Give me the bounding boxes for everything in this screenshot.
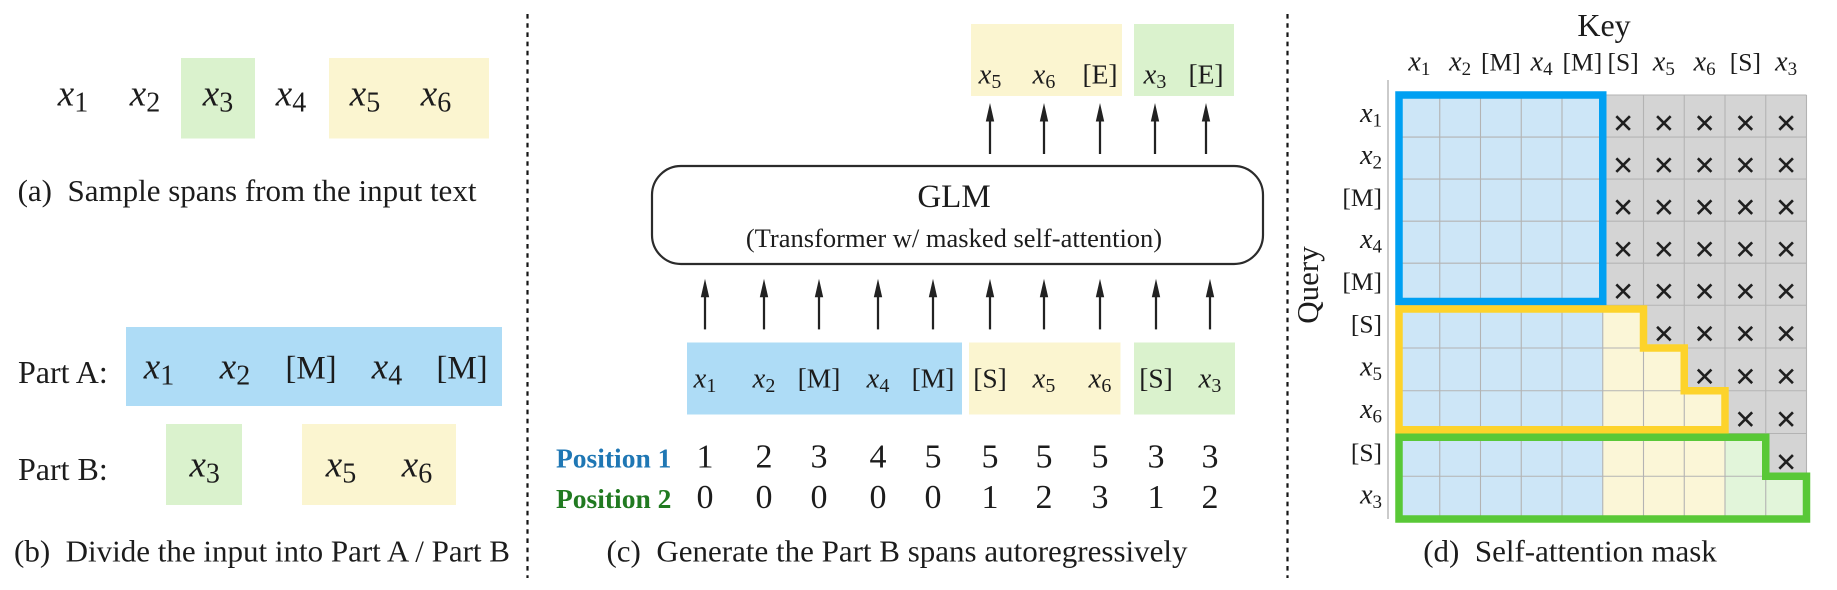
svg-text:GLM: GLM xyxy=(917,179,990,215)
svg-text:0: 0 xyxy=(870,479,887,516)
svg-text:1: 1 xyxy=(697,439,714,476)
svg-text:[M]: [M] xyxy=(1342,183,1382,212)
svg-text:[S]: [S] xyxy=(1139,363,1173,394)
svg-text:[E]: [E] xyxy=(1082,59,1117,90)
svg-text:(a) Sample spans from the inp: (a) Sample spans from the input text xyxy=(18,173,477,208)
svg-text:Part B:: Part B: xyxy=(18,451,108,487)
svg-text:x3: x3 xyxy=(188,445,219,490)
svg-text:[M]: [M] xyxy=(1563,48,1603,77)
svg-text:3: 3 xyxy=(811,439,828,476)
svg-text:[M]: [M] xyxy=(1342,267,1382,296)
svg-text:0: 0 xyxy=(756,479,773,516)
svg-text:Part A:: Part A: xyxy=(18,354,108,390)
svg-text:3: 3 xyxy=(1092,479,1109,516)
svg-text:3: 3 xyxy=(1202,439,1219,476)
svg-text:Key: Key xyxy=(1577,7,1630,43)
svg-text:[S]: [S] xyxy=(1351,310,1382,339)
svg-text:3: 3 xyxy=(1148,439,1165,476)
svg-text:4: 4 xyxy=(870,439,887,476)
svg-text:[E]: [E] xyxy=(1188,59,1223,90)
svg-text:1: 1 xyxy=(982,479,999,516)
svg-text:Query: Query xyxy=(1290,246,1325,324)
svg-text:0: 0 xyxy=(811,479,828,516)
svg-text:2: 2 xyxy=(756,439,773,476)
svg-text:(c) Generate the Part B spans: (c) Generate the Part B spans autoregres… xyxy=(606,534,1188,569)
svg-text:5: 5 xyxy=(925,439,942,476)
svg-text:[S]: [S] xyxy=(973,363,1007,394)
svg-text:1: 1 xyxy=(1148,479,1165,516)
svg-text:5: 5 xyxy=(982,439,999,476)
svg-text:2: 2 xyxy=(1036,479,1053,516)
svg-text:0: 0 xyxy=(925,479,942,516)
svg-text:[M]: [M] xyxy=(436,351,487,387)
svg-text:5: 5 xyxy=(1092,439,1109,476)
svg-text:Position 2: Position 2 xyxy=(556,483,671,514)
svg-text:[S]: [S] xyxy=(1730,48,1761,77)
svg-text:2: 2 xyxy=(1202,479,1219,516)
svg-text:[M]: [M] xyxy=(912,363,955,394)
svg-text:[M]: [M] xyxy=(1481,48,1521,77)
svg-text:[M]: [M] xyxy=(285,351,336,387)
svg-text:[S]: [S] xyxy=(1351,438,1382,467)
svg-text:(d) Self-attention mask: (d) Self-attention mask xyxy=(1423,534,1717,569)
svg-text:0: 0 xyxy=(697,479,714,516)
svg-text:[M]: [M] xyxy=(798,363,841,394)
svg-text:(b) Divide the input into Par: (b) Divide the input into Part A / Part … xyxy=(14,534,510,569)
svg-text:[S]: [S] xyxy=(1608,48,1639,77)
svg-text:5: 5 xyxy=(1036,439,1053,476)
svg-text:(Transformer w/ masked self-at: (Transformer w/ masked self-attention) xyxy=(746,223,1162,253)
svg-text:Position 1: Position 1 xyxy=(556,443,671,474)
